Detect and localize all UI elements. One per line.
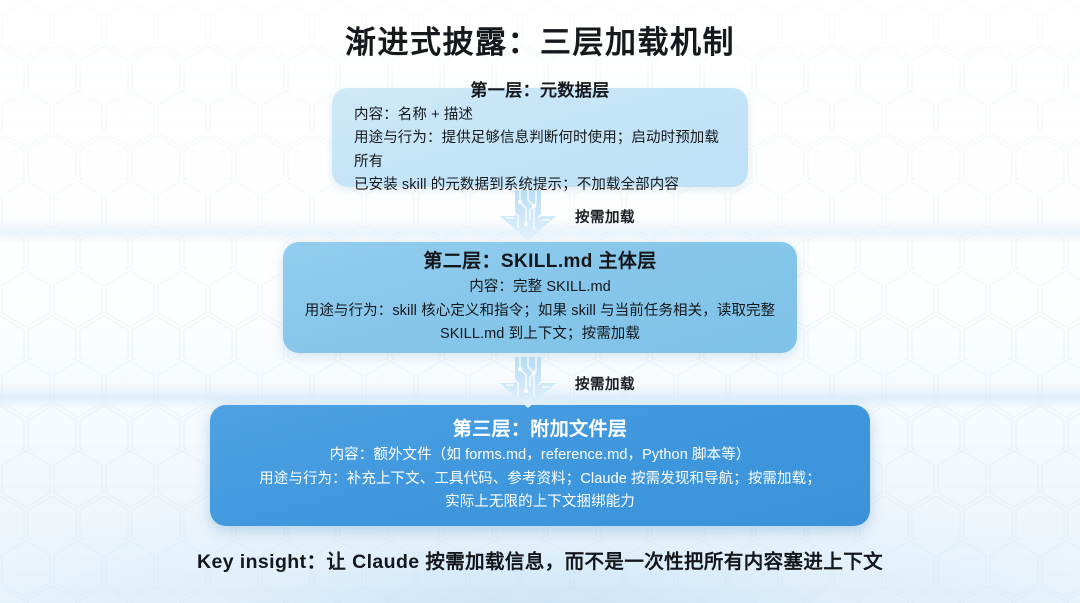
down-arrow-circuit-icon: [500, 190, 556, 241]
connector-1-label: 按需加载: [575, 209, 635, 226]
layer2-title: 第二层：SKILL.md 主体层: [423, 251, 657, 273]
down-arrow-circuit-icon: [500, 357, 556, 408]
connector-layer2-to-layer3: 按需加载: [498, 357, 635, 409]
page-title: 渐进式披露：三层加载机制: [345, 25, 735, 60]
layer-card-skillmd[interactable]: 第二层：SKILL.md 主体层 内容：完整 SKILL.md 用途与行为：sk…: [283, 242, 797, 353]
layer2-line-2: 用途与行为：skill 核心定义和指令；如果 skill 与当前任务相关，读取完…: [304, 302, 776, 319]
layer-card-additional-files[interactable]: 第三层：附加文件层 内容：额外文件（如 forms.md，reference.m…: [210, 405, 870, 526]
layer3-line-1: 内容：额外文件（如 forms.md，reference.md，Python 脚…: [329, 447, 751, 464]
layer2-line-1: 内容：完整 SKILL.md: [469, 279, 611, 296]
layer1-line-1: 内容：名称 + 描述: [354, 106, 474, 123]
key-insight-text: Key insight：让 Claude 按需加载信息，而不是一次性把所有内容塞…: [196, 551, 884, 573]
layer1-line-2: 用途与行为：提供足够信息判断何时使用；启动时预加载所有: [354, 130, 719, 170]
connector-layer1-to-layer2: 按需加载: [498, 190, 635, 242]
layer2-line-3: SKILL.md 到上下文；按需加载: [440, 326, 640, 343]
layer3-line-2: 用途与行为：补充上下文、工具代码、参考资料；Claude 按需发现和导航；按需加…: [259, 470, 821, 487]
layer-card-metadata[interactable]: 第一层：元数据层 内容：名称 + 描述 用途与行为：提供足够信息判断何时使用；启…: [332, 81, 748, 193]
connector-2-label: 按需加载: [575, 376, 635, 393]
layer3-title: 第三层：附加文件层: [452, 419, 628, 441]
layer3-line-3: 实际上无限的上下文捆绑能力: [445, 494, 635, 511]
layer1-title: 第一层：元数据层: [470, 80, 610, 100]
